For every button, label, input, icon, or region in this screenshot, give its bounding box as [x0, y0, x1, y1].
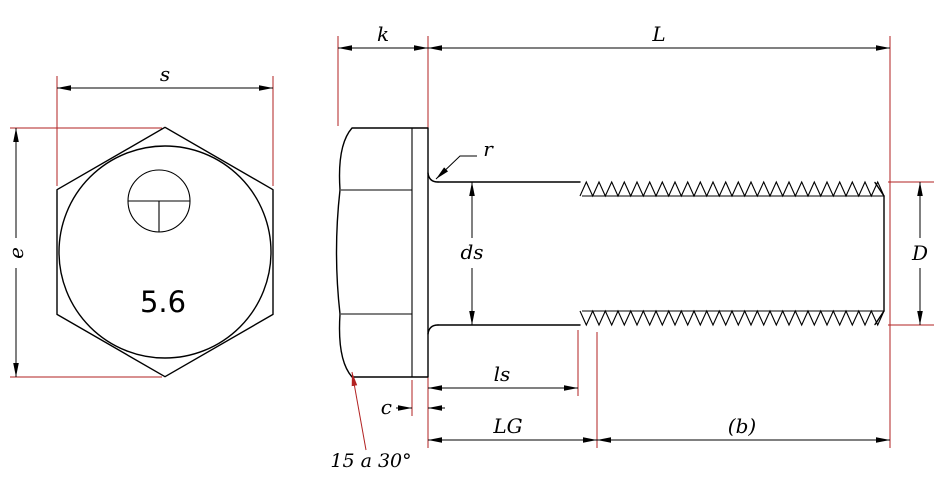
- dim-label-e: e: [4, 247, 28, 259]
- dim-label-c: c: [381, 395, 392, 419]
- chamfer-leader-line: [351, 371, 367, 451]
- dim-label-s: s: [160, 62, 170, 86]
- thread-end-chamfer: [874, 310, 885, 326]
- dim-label-r: r: [483, 137, 494, 161]
- side-view: k L r ds D ls c LG (b) 15 a 30°: [330, 22, 934, 472]
- bolt-head-side-outline: [335, 127, 429, 378]
- fillet-leader-line: [435, 155, 477, 180]
- hex-head-outline: [56, 126, 274, 378]
- front-view: 5.6 s e: [4, 62, 274, 378]
- thread-end-chamfer: [874, 181, 885, 197]
- thread-bottom-profile: [579, 309, 885, 327]
- dim-label-b: (b): [728, 414, 756, 438]
- dim-label-ds: ds: [460, 240, 483, 264]
- dim-label-ls: ls: [494, 362, 511, 386]
- under-head-fillet: [427, 172, 439, 183]
- thread-top-profile: [579, 180, 885, 198]
- under-head-fillet: [427, 324, 439, 335]
- inscribed-circle: [58, 145, 272, 359]
- chamfer-note-label: 15 a 30°: [330, 450, 411, 472]
- dim-label-D: D: [911, 241, 928, 265]
- dim-label-k: k: [377, 22, 389, 46]
- dim-label-LG: LG: [492, 414, 522, 438]
- grade-marking-label: 5.6: [140, 285, 186, 319]
- dim-label-L: L: [651, 22, 665, 46]
